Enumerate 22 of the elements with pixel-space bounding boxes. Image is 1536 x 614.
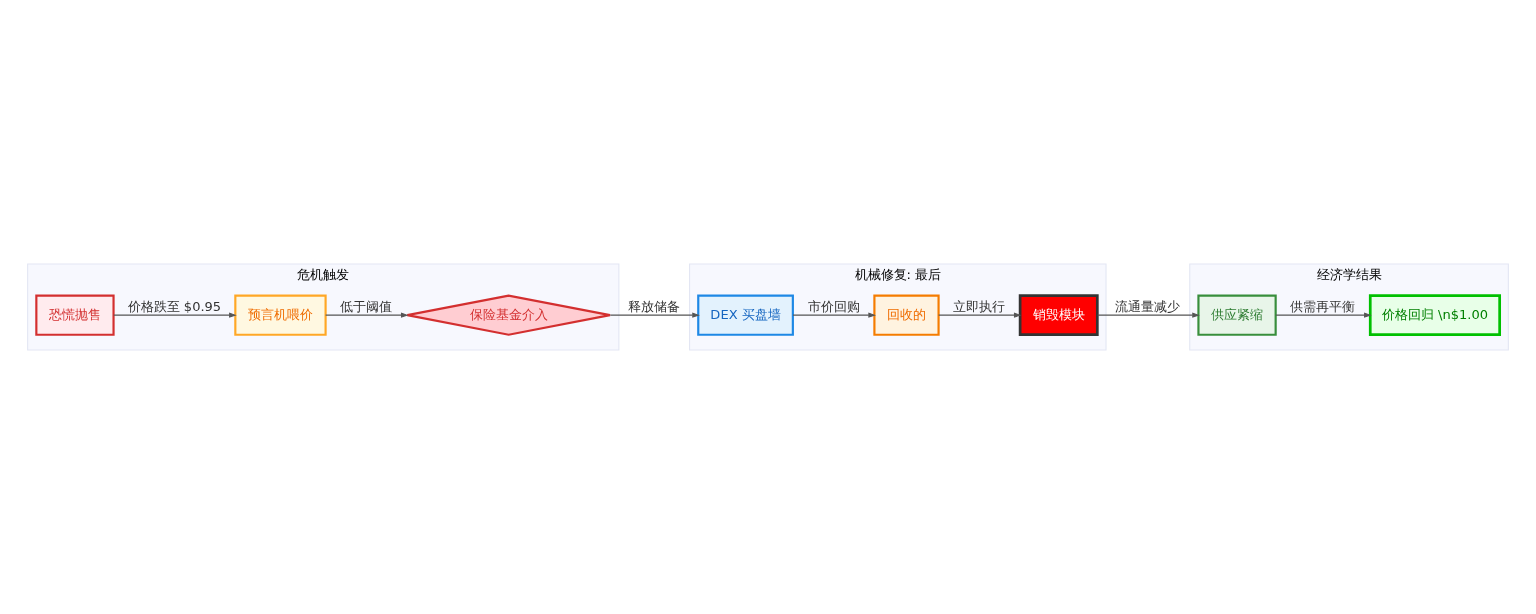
edge-label: 市价回购: [807, 299, 860, 315]
edge-label: 低于阈值: [340, 299, 393, 315]
arrow: [609, 312, 700, 318]
node-box: 销毁模块: [1018, 294, 1099, 337]
edge-label: 价格跌至 $0.95: [127, 299, 222, 315]
node-box: 恐慌抛售: [35, 294, 115, 336]
edge-label: 流通量减少: [1115, 299, 1181, 315]
node-box: DEX 买盘墙: [697, 294, 794, 336]
node-diamond: 保险基金介入: [406, 294, 612, 336]
arrow: [113, 312, 237, 318]
arrow: [1275, 312, 1372, 318]
arrow: [938, 312, 1022, 318]
node-box: 预言机喂价: [234, 294, 327, 336]
edge-label: 立即执行: [953, 299, 1006, 315]
arrow: [792, 312, 876, 318]
edge-label: 供需再平衡: [1290, 299, 1356, 315]
arrow: [325, 312, 409, 318]
node-box: 供应紧缩: [1197, 294, 1277, 336]
node-box: 价格回归 \n$1.00: [1368, 294, 1501, 337]
arrow: [1097, 312, 1200, 318]
node-box: 回收的: [873, 294, 940, 336]
edge-label: 释放储备: [628, 299, 681, 315]
